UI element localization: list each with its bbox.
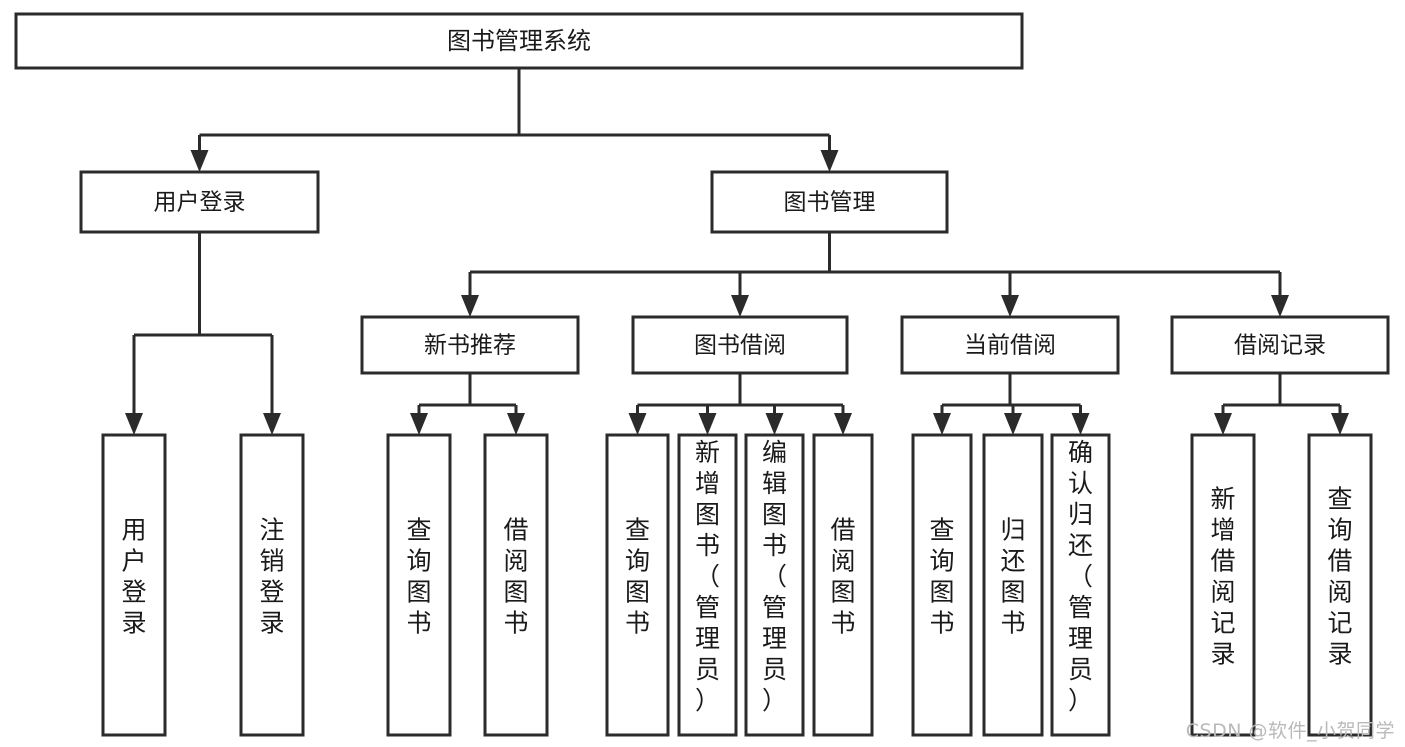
arrow-head-icon bbox=[628, 413, 647, 435]
node-box-leaf-rec-query-book[interactable] bbox=[386, 433, 452, 737]
node-leaf-current-confirm-return[interactable]: 确认归还（管理员） bbox=[1050, 433, 1111, 737]
node-label-current-borrow: 当前借阅 bbox=[964, 333, 1056, 359]
node-box-leaf-user-login[interactable] bbox=[101, 433, 167, 737]
node-leaf-rec-borrow-book[interactable]: 借阅图书 bbox=[483, 433, 549, 737]
csdn-watermark: CSDN @软件_小贺同学 bbox=[1185, 720, 1395, 742]
node-box-book-manage[interactable] bbox=[710, 170, 949, 234]
arrow-head-icon bbox=[1004, 413, 1022, 435]
node-label-root: 图书管理系统 bbox=[447, 27, 591, 55]
node-box-leaf-borrow-borrow-book[interactable] bbox=[812, 433, 874, 737]
arrow-head-icon bbox=[507, 413, 525, 435]
node-label-leaf-borrow-query-book: 查询图书 bbox=[625, 516, 650, 638]
node-leaf-current-query-book[interactable]: 查询图书 bbox=[911, 433, 973, 737]
node-box-new-book-rec[interactable] bbox=[360, 315, 580, 375]
arrow-head-icon bbox=[1071, 413, 1090, 435]
node-box-leaf-record-add[interactable] bbox=[1190, 433, 1256, 737]
node-box-leaf-borrow-add-book[interactable] bbox=[677, 433, 738, 737]
node-leaf-rec-query-book[interactable]: 查询图书 bbox=[386, 433, 452, 737]
node-label-leaf-current-query-book: 查询图书 bbox=[929, 516, 954, 638]
node-label-borrow-record: 借阅记录 bbox=[1234, 333, 1326, 359]
node-box-leaf-current-return-book[interactable] bbox=[982, 433, 1044, 737]
arrow-head-icon bbox=[1214, 413, 1232, 435]
node-label-leaf-record-query: 查询借阅记录 bbox=[1327, 485, 1352, 669]
connector-layer bbox=[125, 68, 1349, 435]
arrow-head-icon bbox=[125, 413, 143, 435]
arrow-head-icon bbox=[263, 413, 281, 435]
node-leaf-user-login[interactable]: 用户登录 bbox=[101, 433, 167, 737]
arrow-head-icon bbox=[765, 413, 784, 435]
arrow-head-icon bbox=[820, 150, 839, 172]
node-leaf-borrow-borrow-book[interactable]: 借阅图书 bbox=[812, 433, 874, 737]
node-leaf-borrow-query-book[interactable]: 查询图书 bbox=[605, 433, 670, 737]
node-layer: 图书管理系统用户登录图书管理新书推荐图书借阅当前借阅借阅记录用户登录注销登录查询… bbox=[14, 12, 1390, 737]
arrow-head-icon bbox=[1331, 413, 1349, 435]
node-label-new-book-rec: 新书推荐 bbox=[424, 333, 516, 359]
arrow-head-icon bbox=[834, 413, 852, 435]
node-leaf-record-query[interactable]: 查询借阅记录 bbox=[1307, 433, 1373, 737]
node-label-leaf-current-return-book: 归还图书 bbox=[1000, 516, 1025, 638]
node-label-leaf-user-logout: 注销登录 bbox=[259, 516, 284, 638]
node-box-root[interactable] bbox=[14, 12, 1024, 70]
node-leaf-user-logout[interactable]: 注销登录 bbox=[239, 433, 305, 737]
node-box-leaf-borrow-query-book[interactable] bbox=[605, 433, 670, 737]
arrow-head-icon bbox=[410, 413, 428, 435]
node-box-leaf-current-query-book[interactable] bbox=[911, 433, 973, 737]
node-leaf-current-return-book[interactable]: 归还图书 bbox=[982, 433, 1044, 737]
node-box-leaf-current-confirm-return[interactable] bbox=[1050, 433, 1111, 737]
node-root[interactable]: 图书管理系统 bbox=[14, 12, 1024, 70]
node-box-leaf-rec-borrow-book[interactable] bbox=[483, 433, 549, 737]
node-new-book-rec[interactable]: 新书推荐 bbox=[360, 315, 580, 375]
arrow-head-icon bbox=[731, 295, 749, 317]
node-box-leaf-record-query[interactable] bbox=[1307, 433, 1373, 737]
node-box-book-borrow[interactable] bbox=[631, 315, 849, 375]
arrow-head-icon bbox=[933, 413, 951, 435]
arrow-head-icon bbox=[461, 295, 479, 317]
node-label-leaf-borrow-borrow-book: 借阅图书 bbox=[830, 516, 855, 638]
node-box-borrow-record[interactable] bbox=[1170, 315, 1390, 375]
node-label-leaf-current-confirm-return: 确认归还（管理员） bbox=[1068, 438, 1093, 715]
node-leaf-borrow-edit-book[interactable]: 编辑图书（管理员） bbox=[744, 433, 805, 737]
node-label-user-login: 用户登录 bbox=[154, 190, 246, 216]
node-label-leaf-record-add: 新增借阅记录 bbox=[1210, 485, 1235, 669]
node-current-borrow[interactable]: 当前借阅 bbox=[900, 315, 1120, 375]
node-borrow-record[interactable]: 借阅记录 bbox=[1170, 315, 1390, 375]
node-label-book-manage: 图书管理 bbox=[784, 190, 876, 216]
node-label-leaf-rec-borrow-book: 借阅图书 bbox=[503, 516, 528, 638]
node-leaf-borrow-add-book[interactable]: 新增图书（管理员） bbox=[677, 433, 738, 737]
node-box-current-borrow[interactable] bbox=[900, 315, 1120, 375]
node-box-leaf-borrow-edit-book[interactable] bbox=[744, 433, 805, 737]
arrow-head-icon bbox=[698, 413, 717, 435]
node-leaf-record-add[interactable]: 新增借阅记录 bbox=[1190, 433, 1256, 737]
node-book-borrow[interactable]: 图书借阅 bbox=[631, 315, 849, 375]
node-box-user-login[interactable] bbox=[79, 170, 320, 234]
arrow-head-icon bbox=[1001, 295, 1019, 317]
arrow-head-icon bbox=[1271, 295, 1289, 317]
arrow-head-icon bbox=[190, 150, 209, 172]
node-label-leaf-borrow-edit-book: 编辑图书（管理员） bbox=[762, 438, 787, 715]
node-label-leaf-borrow-add-book: 新增图书（管理员） bbox=[695, 438, 720, 715]
node-label-leaf-rec-query-book: 查询图书 bbox=[406, 516, 431, 638]
node-label-leaf-user-login: 用户登录 bbox=[121, 516, 146, 638]
node-label-book-borrow: 图书借阅 bbox=[694, 333, 786, 359]
node-book-manage[interactable]: 图书管理 bbox=[710, 170, 949, 234]
node-box-leaf-user-logout[interactable] bbox=[239, 433, 305, 737]
node-user-login[interactable]: 用户登录 bbox=[79, 170, 320, 234]
